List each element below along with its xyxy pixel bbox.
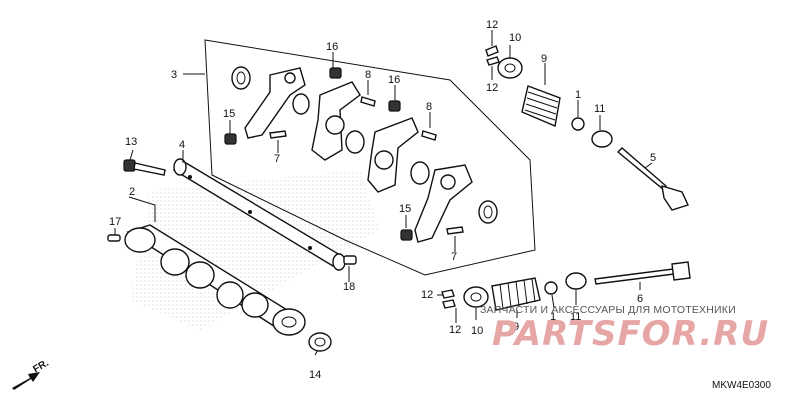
adjusting-screw <box>269 130 287 139</box>
callout-17: 17 <box>109 216 121 228</box>
callout-8: 8 <box>426 101 432 113</box>
rocker-arm[interactable] <box>244 67 306 139</box>
adjusting-screw <box>421 130 437 141</box>
watermark-text: ЗАПЧАСТИ И АКСЕССУАРЫ ДЛЯ МОТОТЕХНИКИ <box>480 304 736 316</box>
plug <box>343 255 357 265</box>
callout-1: 1 <box>550 311 556 323</box>
callout-12: 12 <box>486 82 498 94</box>
callout-14: 14 <box>309 369 321 381</box>
diagram-code: MKW4E0300 <box>712 380 771 391</box>
lower-valve-assembly <box>441 261 691 311</box>
adjusting-screw <box>360 96 376 107</box>
adjusting-screw <box>446 226 464 235</box>
callout-6: 6 <box>637 293 643 305</box>
callout-13: 13 <box>125 136 137 148</box>
washer <box>345 130 365 154</box>
dowel-pin <box>107 234 121 242</box>
front-direction-arrow <box>12 372 40 390</box>
washer <box>292 93 310 115</box>
rocker-arm[interactable] <box>311 81 361 161</box>
washer <box>478 200 498 224</box>
camshaft[interactable] <box>124 224 306 336</box>
callout-4: 4 <box>179 139 185 151</box>
callout-11: 11 <box>570 311 581 323</box>
upper-valve-assembly <box>485 45 689 211</box>
nut <box>329 67 342 79</box>
nut <box>388 100 401 112</box>
rocker-arm[interactable] <box>414 164 473 243</box>
callout-16: 16 <box>326 41 338 53</box>
callout-15: 15 <box>223 108 235 120</box>
callout-1: 1 <box>575 89 581 101</box>
callout-9: 9 <box>513 321 519 333</box>
bolt <box>123 159 166 176</box>
washer <box>410 161 430 185</box>
watermark-logo: PARTSFOR.RU <box>492 314 770 354</box>
callout-9: 9 <box>541 53 547 65</box>
callout-7: 7 <box>274 153 280 165</box>
rocker-group-frame <box>204 39 536 276</box>
nut <box>400 229 413 241</box>
callout-15: 15 <box>399 203 411 215</box>
callout-18: 18 <box>343 281 355 293</box>
callout-3: 3 <box>171 69 177 81</box>
callout-12: 12 <box>421 289 433 301</box>
callout-16: 16 <box>388 74 400 86</box>
rocker-arm[interactable] <box>367 117 419 193</box>
oil-seal <box>308 332 332 352</box>
nut <box>224 133 237 145</box>
callout-12: 12 <box>449 324 461 336</box>
background-shading <box>130 170 380 330</box>
callout-10: 10 <box>471 325 483 337</box>
callout-10: 10 <box>509 32 521 44</box>
washer <box>231 66 251 90</box>
callout-7: 7 <box>451 251 457 263</box>
callout-8: 8 <box>365 69 371 81</box>
washer <box>236 71 246 85</box>
washer <box>483 205 493 219</box>
callout-2: 2 <box>129 186 135 198</box>
callout-11: 11 <box>594 103 605 115</box>
callout-12: 12 <box>486 19 498 31</box>
callout-5: 5 <box>650 152 656 164</box>
